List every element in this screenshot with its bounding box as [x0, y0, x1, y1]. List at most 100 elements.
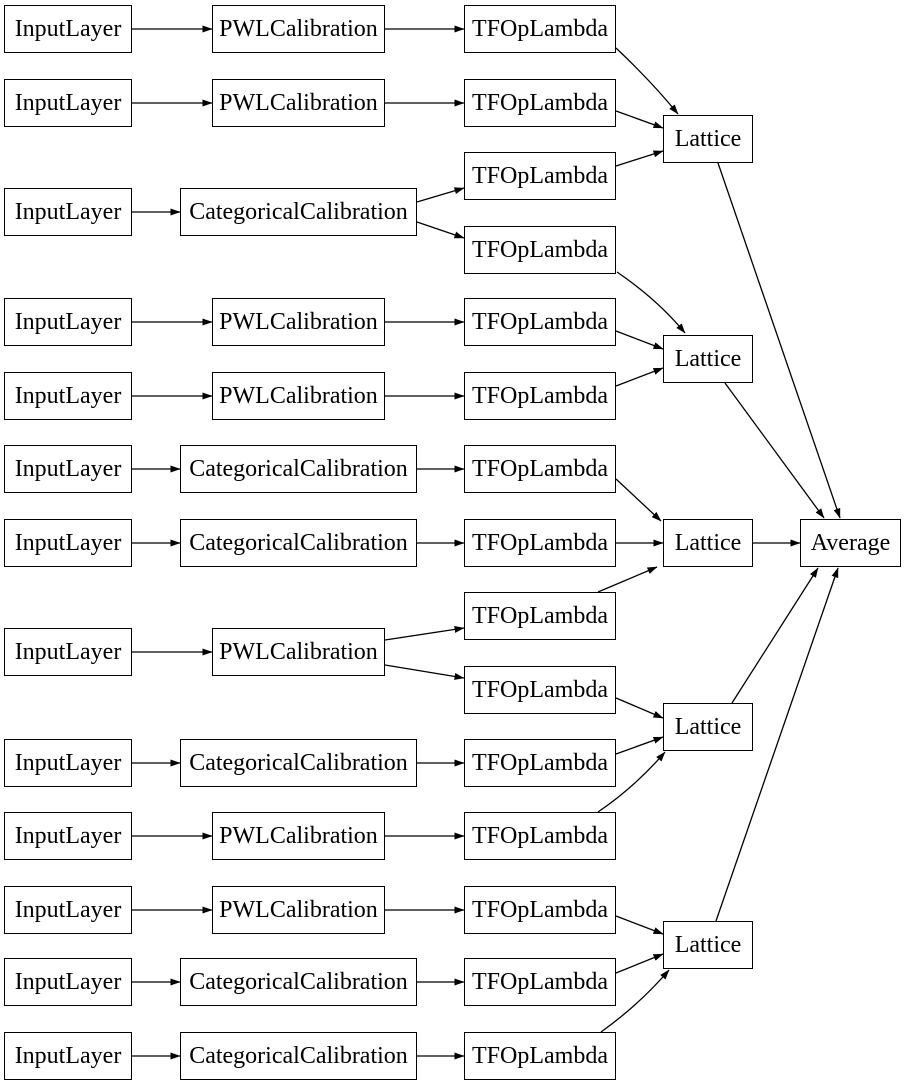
edge-tf-op-lambda-1-to-lattice-1 [615, 47, 679, 115]
node-label: TFOpLambda [472, 90, 608, 116]
edge-pwl-calibration-5-to-tf-op-lambda-10 [384, 664, 465, 680]
node-input-layer-7: InputLayer [4, 519, 132, 567]
edge-tf-op-lambda-13-to-lattice-5 [615, 915, 664, 935]
node-label: InputLayer [14, 90, 122, 116]
node-label: TFOpLambda [472, 603, 608, 629]
node-label: TFOpLambda [472, 1043, 608, 1069]
node-pwl-calibration-1: PWLCalibration [212, 5, 385, 53]
node-tf-op-lambda-9: TFOpLambda [464, 592, 616, 640]
node-label: TFOpLambda [472, 823, 608, 849]
node-pwl-calibration-2: PWLCalibration [212, 79, 385, 127]
node-input-layer-3: InputLayer [4, 188, 132, 236]
node-label: TFOpLambda [472, 309, 608, 335]
node-label: Lattice [674, 530, 742, 556]
node-label: TFOpLambda [472, 237, 608, 263]
node-label: PWLCalibration [219, 309, 378, 335]
node-tf-op-lambda-6: TFOpLambda [464, 372, 616, 420]
node-input-layer-5: InputLayer [4, 372, 132, 420]
node-label: InputLayer [14, 456, 122, 482]
edge-tf-op-lambda-2-to-lattice-1 [615, 110, 664, 129]
node-input-layer-4: InputLayer [4, 298, 132, 346]
node-lattice-5: Lattice [663, 921, 753, 969]
node-categorical-calibration-3: CategoricalCalibration [180, 519, 417, 567]
node-tf-op-lambda-11: TFOpLambda [464, 739, 616, 787]
node-categorical-calibration-4: CategoricalCalibration [180, 739, 417, 787]
node-label: TFOpLambda [472, 456, 608, 482]
edge-categorical-calibration-1-to-tf-op-lambda-4 [416, 221, 465, 239]
node-categorical-calibration-6: CategoricalCalibration [180, 1032, 417, 1080]
node-label: CategoricalCalibration [189, 969, 408, 995]
node-label: PWLCalibration [219, 90, 378, 116]
node-label: TFOpLambda [472, 897, 608, 923]
node-lattice-4: Lattice [663, 703, 753, 751]
node-input-layer-13: InputLayer [4, 1032, 132, 1080]
edge-tf-op-lambda-5-to-lattice-2 [615, 330, 664, 350]
node-label: PWLCalibration [219, 16, 378, 42]
node-label: CategoricalCalibration [189, 199, 408, 225]
node-label: Lattice [674, 346, 742, 372]
node-label: TFOpLambda [472, 969, 608, 995]
edge-tf-op-lambda-6-to-lattice-2 [615, 367, 664, 387]
node-label: InputLayer [14, 309, 122, 335]
node-input-layer-6: InputLayer [4, 445, 132, 493]
node-label: Lattice [674, 714, 742, 740]
node-label: CategoricalCalibration [189, 750, 408, 776]
edge-tf-op-lambda-11-to-lattice-4 [615, 736, 664, 755]
node-label: InputLayer [14, 16, 122, 42]
node-tf-op-lambda-3: TFOpLambda [464, 152, 616, 200]
node-tf-op-lambda-5: TFOpLambda [464, 298, 616, 346]
node-tf-op-lambda-1: TFOpLambda [464, 5, 616, 53]
edge-pwl-calibration-5-to-tf-op-lambda-9 [384, 625, 465, 641]
node-pwl-calibration-3: PWLCalibration [212, 298, 385, 346]
node-pwl-calibration-4: PWLCalibration [212, 372, 385, 420]
node-tf-op-lambda-15: TFOpLambda [464, 1032, 616, 1080]
node-tf-op-lambda-4: TFOpLambda [464, 226, 616, 274]
node-input-layer-11: InputLayer [4, 886, 132, 934]
node-label: InputLayer [14, 530, 122, 556]
node-input-layer-10: InputLayer [4, 812, 132, 860]
node-label: TFOpLambda [472, 750, 608, 776]
node-pwl-calibration-5: PWLCalibration [212, 628, 385, 676]
edge-tf-op-lambda-7-to-lattice-3 [615, 478, 662, 522]
node-categorical-calibration-5: CategoricalCalibration [180, 958, 417, 1006]
node-label: TFOpLambda [472, 383, 608, 409]
edge-tf-op-lambda-4-to-lattice-2 [616, 271, 686, 334]
node-label: CategoricalCalibration [189, 1043, 408, 1069]
node-lattice-2: Lattice [663, 335, 753, 383]
node-label: InputLayer [14, 750, 122, 776]
edge-tf-op-lambda-14-to-lattice-5 [615, 953, 664, 974]
node-label: InputLayer [14, 897, 122, 923]
node-tf-op-lambda-8: TFOpLambda [464, 519, 616, 567]
node-label: InputLayer [14, 199, 122, 225]
node-input-layer-2: InputLayer [4, 79, 132, 127]
node-label: PWLCalibration [219, 897, 378, 923]
node-label: Average [810, 530, 891, 556]
node-label: InputLayer [14, 969, 122, 995]
node-tf-op-lambda-7: TFOpLambda [464, 445, 616, 493]
edge-tf-op-lambda-3-to-lattice-1 [615, 150, 664, 167]
node-label: TFOpLambda [472, 530, 608, 556]
node-label: InputLayer [14, 383, 122, 409]
node-label: TFOpLambda [472, 163, 608, 189]
edge-lattice-2-to-average [724, 382, 825, 519]
node-categorical-calibration-1: CategoricalCalibration [180, 188, 417, 236]
node-label: Lattice [674, 932, 742, 958]
node-tf-op-lambda-14: TFOpLambda [464, 958, 616, 1006]
node-label: CategoricalCalibration [189, 530, 408, 556]
node-pwl-calibration-7: PWLCalibration [212, 886, 385, 934]
node-label: TFOpLambda [472, 677, 608, 703]
node-input-layer-9: InputLayer [4, 739, 132, 787]
node-categorical-calibration-2: CategoricalCalibration [180, 445, 417, 493]
node-lattice-3: Lattice [663, 519, 753, 567]
node-tf-op-lambda-13: TFOpLambda [464, 886, 616, 934]
edge-tf-op-lambda-9-to-lattice-3 [597, 566, 658, 593]
node-label: CategoricalCalibration [189, 456, 408, 482]
node-input-layer-12: InputLayer [4, 958, 132, 1006]
node-average: Average [800, 519, 901, 567]
node-label: TFOpLambda [472, 16, 608, 42]
node-label: PWLCalibration [219, 639, 378, 665]
edge-lattice-4-to-average [731, 567, 819, 704]
node-lattice-1: Lattice [663, 115, 753, 163]
